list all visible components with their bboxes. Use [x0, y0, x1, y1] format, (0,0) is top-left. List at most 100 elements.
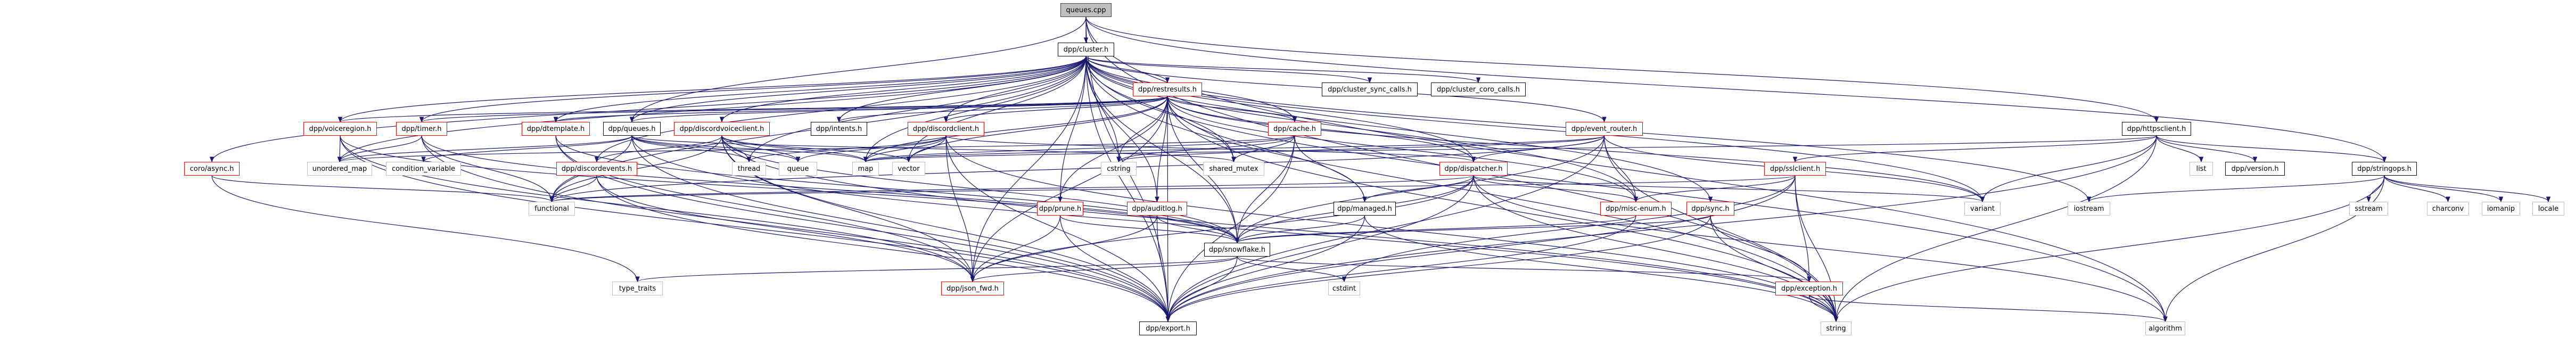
edge-restresults-to-string [1167, 96, 1839, 323]
node-snowflake[interactable]: dpp/snowflake.h [1204, 243, 1270, 257]
edge-cluster-to-variant [1085, 56, 1985, 203]
edge-queues-h-to-shared-mutex [631, 135, 1236, 163]
edge-restresults-to-prune [1058, 96, 1168, 203]
edge-httpsclient-to-sslclient [1792, 135, 2157, 163]
node-httpsclient[interactable]: dpp/httpsclient.h [2122, 122, 2191, 136]
node-label: dpp/cluster_coro_calls.h [1437, 85, 1520, 94]
node-label: iostream [2073, 204, 2104, 213]
node-sslclient[interactable]: dpp/sslclient.h [1764, 162, 1826, 176]
edge-httpsclient-to-map [863, 135, 2157, 163]
node-sync[interactable]: dpp/sync.h [1686, 202, 1734, 216]
node-restresults[interactable]: dpp/restresults.h [1133, 83, 1202, 96]
node-dispatcher[interactable]: dpp/dispatcher.h [1439, 162, 1508, 176]
edge-cache-to-snowflake [1234, 135, 1295, 244]
edge-queues-cpp-to-stringops [1085, 17, 2387, 163]
edge-discordclient-to-map [863, 135, 947, 163]
edge-cache-to-unordered-map [338, 135, 1295, 163]
edge-snowflake-to-exception [1237, 256, 1812, 283]
edge-restresults-to-cache [1167, 96, 1297, 123]
edge-stringops-to-locale [2384, 175, 2551, 203]
node-label: dpp/voiceregion.h [309, 125, 372, 133]
node-discordclient[interactable]: dpp/discordclient.h [908, 122, 984, 136]
node-label: dpp/cluster.h [1063, 45, 1109, 54]
node-iomanip: iomanip [2482, 202, 2520, 216]
edge-timer-to-unordered-map [337, 135, 422, 163]
node-label: dpp/dispatcher.h [1444, 164, 1503, 173]
node-coro-async[interactable]: coro/async.h [184, 162, 240, 176]
node-functional: functional [529, 202, 575, 216]
node-label: dpp/discordclient.h [912, 125, 980, 133]
node-label: dpp/misc-enum.h [1606, 204, 1666, 213]
edge-discordvoiceclient-to-queue [721, 135, 801, 163]
node-charconv: charconv [2427, 202, 2469, 216]
node-intents[interactable]: dpp/intents.h [811, 122, 867, 136]
node-version[interactable]: dpp/version.h [2225, 162, 2285, 176]
edge-httpsclient-to-list [2156, 135, 2204, 163]
node-label: dpp/sync.h [1691, 204, 1730, 213]
edge-discordvoiceclient-to-string [721, 135, 1839, 323]
edge-cluster-to-map [863, 56, 1087, 163]
node-cache[interactable]: dpp/cache.h [1268, 122, 1321, 136]
edge-sync-to-string [1710, 215, 1839, 323]
edge-timer-to-export [421, 135, 1171, 323]
node-shared-mutex: shared_mutex [1203, 162, 1264, 176]
node-label: charconv [2432, 204, 2464, 213]
node-cluster[interactable]: dpp/cluster.h [1058, 43, 1114, 56]
node-label: queue [787, 164, 809, 173]
edge-dispatcher-to-managed [1362, 175, 1474, 203]
node-discordvoiceclient[interactable]: dpp/discordvoiceclient.h [674, 122, 770, 136]
node-type-traits: type_traits [612, 282, 663, 295]
edge-event-router-to-map [863, 135, 1605, 163]
node-label: string [1826, 324, 1846, 333]
node-vector: vector [892, 162, 925, 176]
edge-restresults-to-timer [419, 96, 1168, 123]
edge-cluster-to-coro-async [209, 56, 1087, 163]
edge-cluster-to-misc-enum [1085, 56, 1639, 203]
node-label: list [2196, 164, 2207, 173]
node-label: unordered_map [312, 164, 367, 173]
node-json-fwd[interactable]: dpp/json_fwd.h [941, 282, 1004, 295]
edge-httpsclient-to-export [1165, 135, 2157, 323]
node-timer[interactable]: dpp/timer.h [396, 122, 447, 136]
edge-sslclient-to-export [1165, 175, 1796, 323]
edge-restresults-to-variant [1167, 96, 1985, 203]
node-variant: variant [1964, 202, 2001, 216]
edge-dispatcher-to-string [1473, 175, 1839, 323]
node-queues-cpp[interactable]: queues.cpp [1060, 3, 1112, 17]
node-cluster-coro-calls[interactable]: dpp/cluster_coro_calls.h [1431, 83, 1526, 96]
edge-discordevents-to-export [596, 175, 1171, 323]
edge-discordvoiceclient-to-map [721, 135, 868, 163]
node-stringops[interactable]: dpp/stringops.h [2352, 162, 2417, 176]
edge-exception-to-algorithm [1808, 295, 2168, 323]
node-export[interactable]: dpp/export.h [1139, 321, 1197, 335]
edge-cluster-to-discordevents [594, 56, 1087, 163]
edge-queues-h-to-string [631, 135, 1839, 323]
node-managed[interactable]: dpp/managed.h [1334, 202, 1396, 216]
node-label: iomanip [2487, 204, 2515, 213]
node-prune[interactable]: dpp/prune.h [1037, 202, 1083, 216]
edge-event-router-to-cstring [1116, 135, 1605, 163]
node-discordevents[interactable]: dpp/discordevents.h [556, 162, 637, 176]
edge-cluster-to-cluster-coro-calls [1085, 56, 1481, 84]
node-queues-h[interactable]: dpp/queues.h [603, 122, 661, 136]
edge-cluster-to-dispatcher [1085, 56, 1476, 163]
edge-restresults-to-map [863, 96, 1168, 163]
edge-queues-cpp-to-algorithm [1085, 17, 2168, 323]
node-voiceregion[interactable]: dpp/voiceregion.h [303, 122, 377, 136]
node-label: dpp/timer.h [401, 125, 442, 133]
edge-prune-to-json-fwd [970, 215, 1061, 283]
node-misc-enum[interactable]: dpp/misc-enum.h [1600, 202, 1672, 216]
edge-dispatcher-to-export [1165, 175, 1474, 323]
node-sstream: sstream [2349, 202, 2388, 216]
edge-httpsclient-to-version [2156, 135, 2258, 163]
node-auditlog[interactable]: dpp/auditlog.h [1127, 202, 1187, 216]
node-exception[interactable]: dpp/exception.h [1775, 282, 1843, 295]
node-cluster-sync-calls[interactable]: dpp/cluster_sync_calls.h [1322, 83, 1418, 96]
edge-queues-h-to-thread [631, 135, 752, 163]
edge-cluster-to-voiceregion [338, 56, 1087, 123]
edge-cache-to-export [1165, 135, 1295, 323]
node-thread: thread [732, 162, 766, 176]
node-dtemplate[interactable]: dpp/dtemplate.h [522, 122, 590, 136]
node-label: coro/async.h [190, 164, 234, 173]
node-event-router[interactable]: dpp/event_router.h [1566, 122, 1643, 136]
